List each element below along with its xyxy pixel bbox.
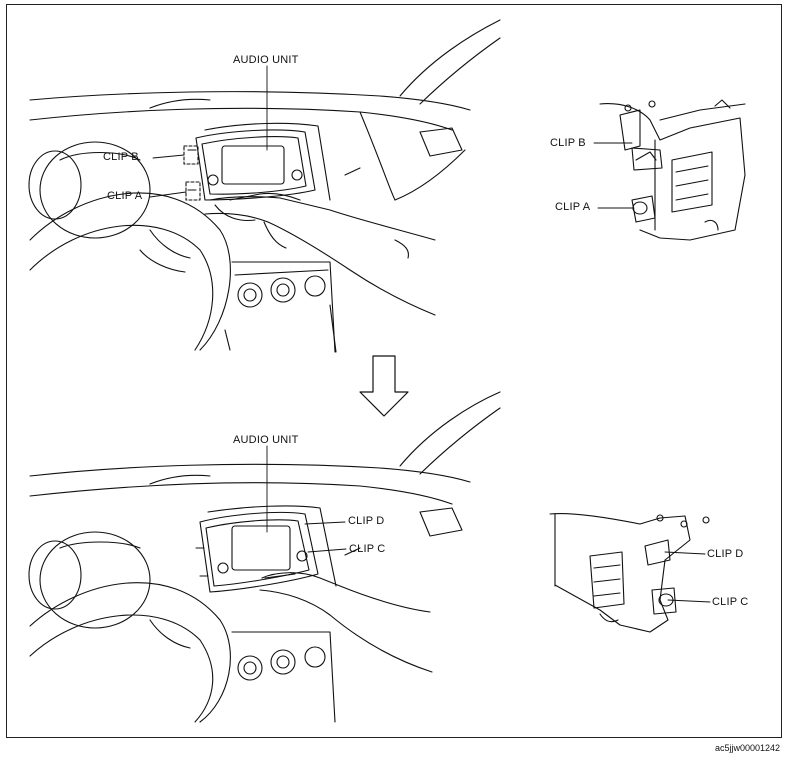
label-detail-clip-d: CLIP D (707, 548, 744, 560)
top-dashboard-scene (28, 19, 501, 353)
down-arrow (359, 355, 409, 417)
label-detail-clip-a: CLIP A (555, 201, 591, 213)
label-bottom-clip-d: CLIP D (348, 515, 385, 527)
label-top-clip-b: CLIP B (103, 151, 139, 163)
detail-clips-c-d (549, 512, 710, 633)
detail-clips-a-b (599, 99, 746, 241)
leader-lines (149, 65, 711, 603)
document-id: ac5jjw00001242 (714, 743, 780, 753)
label-detail-clip-c: CLIP C (712, 596, 749, 608)
bottom-dashboard-scene (28, 391, 501, 723)
label-detail-clip-b: CLIP B (550, 137, 586, 149)
label-top-clip-a: CLIP A (107, 190, 143, 202)
label-bottom-audio-unit: AUDIO UNIT (233, 434, 299, 446)
label-bottom-clip-c: CLIP C (349, 543, 386, 555)
label-top-audio-unit: AUDIO UNIT (233, 54, 299, 66)
